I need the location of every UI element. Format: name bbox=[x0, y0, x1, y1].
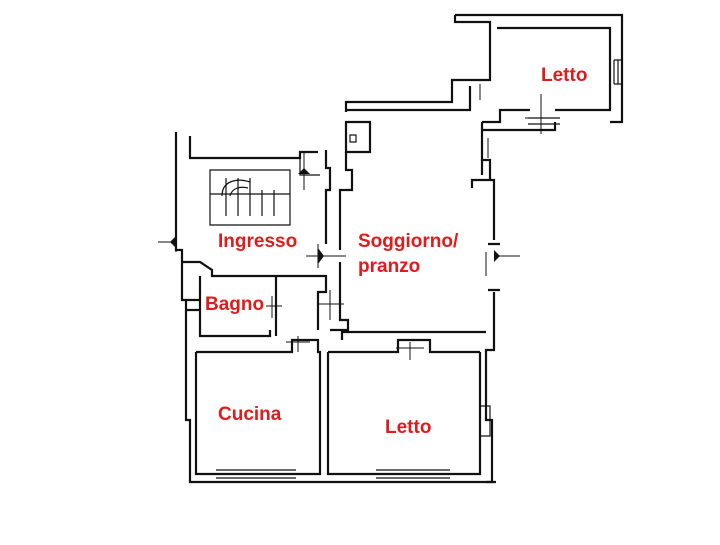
walls bbox=[174, 13, 624, 484]
room-label-cucina: Cucina bbox=[218, 404, 282, 425]
room-label-ingresso: Ingresso bbox=[218, 231, 298, 252]
room-label-letto-top: Letto bbox=[541, 65, 588, 86]
room-label-letto-bottom: Letto bbox=[385, 417, 432, 438]
door-markers bbox=[158, 84, 557, 360]
room-label-bagno: Bagno bbox=[205, 294, 265, 315]
room-label-soggiorno-line2: pranzo bbox=[358, 256, 421, 277]
room-label-soggiorno-line1: Soggiorno/ bbox=[358, 231, 459, 252]
